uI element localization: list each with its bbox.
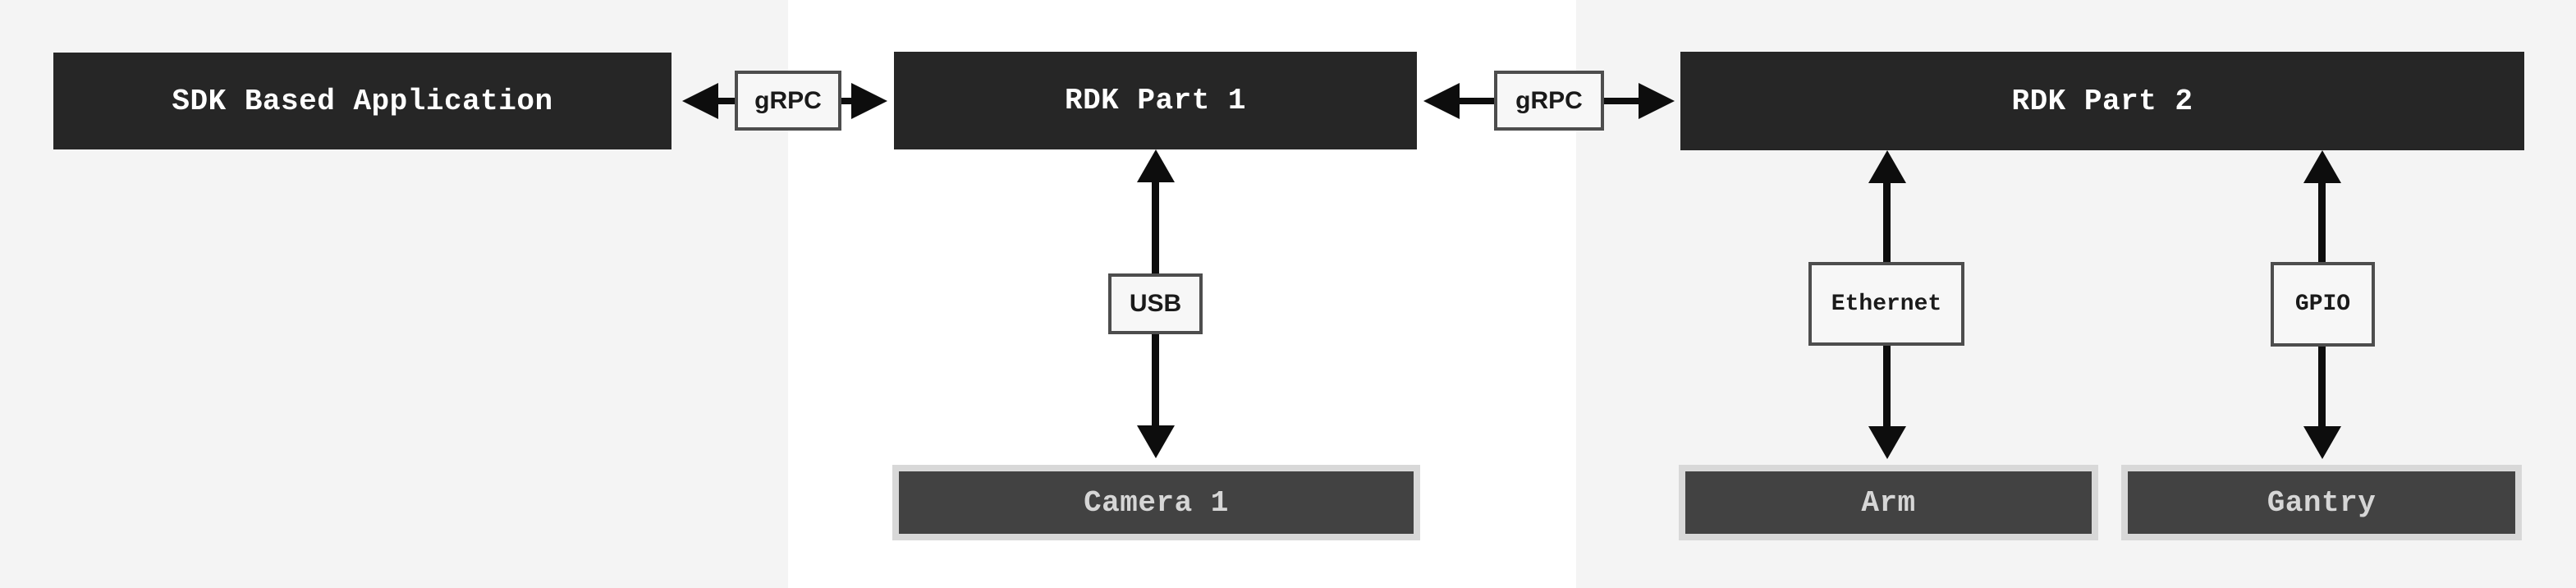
connector-label-usb: USB: [1108, 273, 1203, 334]
node-rdk-part-1: RDK Part 1: [894, 52, 1417, 149]
connector-label-grpc-1-text: gRPC: [754, 86, 822, 114]
connector-label-ethernet: Ethernet: [1808, 262, 1964, 346]
connector-label-gpio: GPIO: [2271, 262, 2375, 347]
component-arm: Arm: [1679, 465, 2098, 540]
component-gantry-label: Gantry: [2267, 485, 2377, 520]
node-sdk-based-application-label: SDK Based Application: [172, 84, 553, 118]
connector-label-grpc-1: gRPC: [735, 71, 841, 131]
component-camera-1-label: Camera 1: [1084, 485, 1229, 520]
component-camera-1: Camera 1: [892, 465, 1420, 540]
node-sdk-based-application: SDK Based Application: [53, 53, 672, 149]
component-gantry: Gantry: [2121, 465, 2522, 540]
connector-label-ethernet-text: Ethernet: [1831, 291, 1942, 317]
component-arm-label: Arm: [1861, 485, 1916, 520]
connector-label-usb-text: USB: [1129, 290, 1182, 317]
connector-label-gpio-text: GPIO: [2294, 292, 2351, 317]
node-rdk-part-2-label: RDK Part 2: [2011, 84, 2193, 118]
connector-label-grpc-2: gRPC: [1494, 71, 1604, 131]
node-rdk-part-2: RDK Part 2: [1680, 52, 2524, 150]
connector-label-grpc-2-text: gRPC: [1515, 86, 1583, 114]
node-rdk-part-1-label: RDK Part 1: [1064, 84, 1247, 117]
